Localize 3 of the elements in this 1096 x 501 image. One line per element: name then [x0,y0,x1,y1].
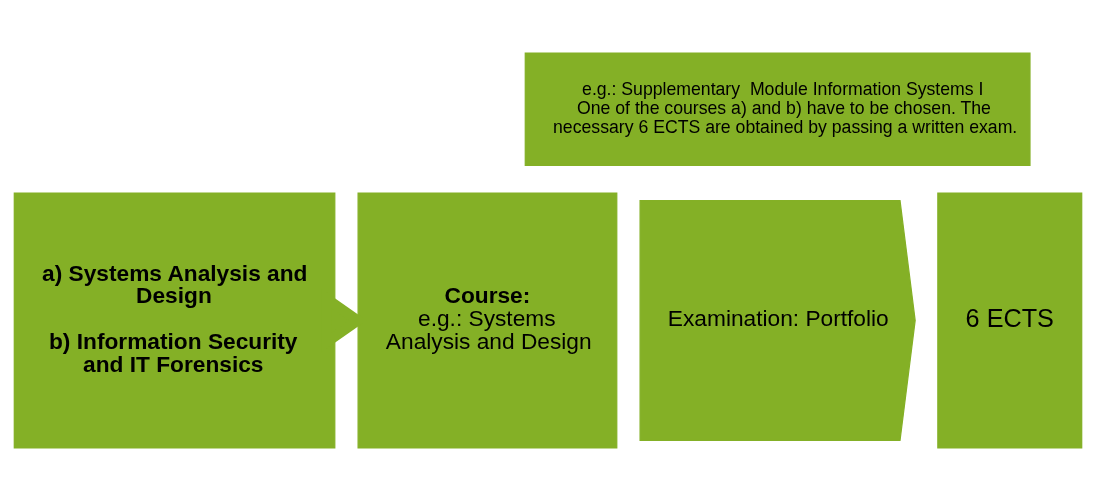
node-box: Course: e.g.: Systems Analysis and Design [357,192,618,449]
node-box: e.g.: Supplementary Module Information Systems I One of the courses a) and b) have to be chosen. The necessary 6 ECTS are obtained by passing a written exam. [524,52,1031,166]
node-box: 6 ECTS [937,192,1083,449]
